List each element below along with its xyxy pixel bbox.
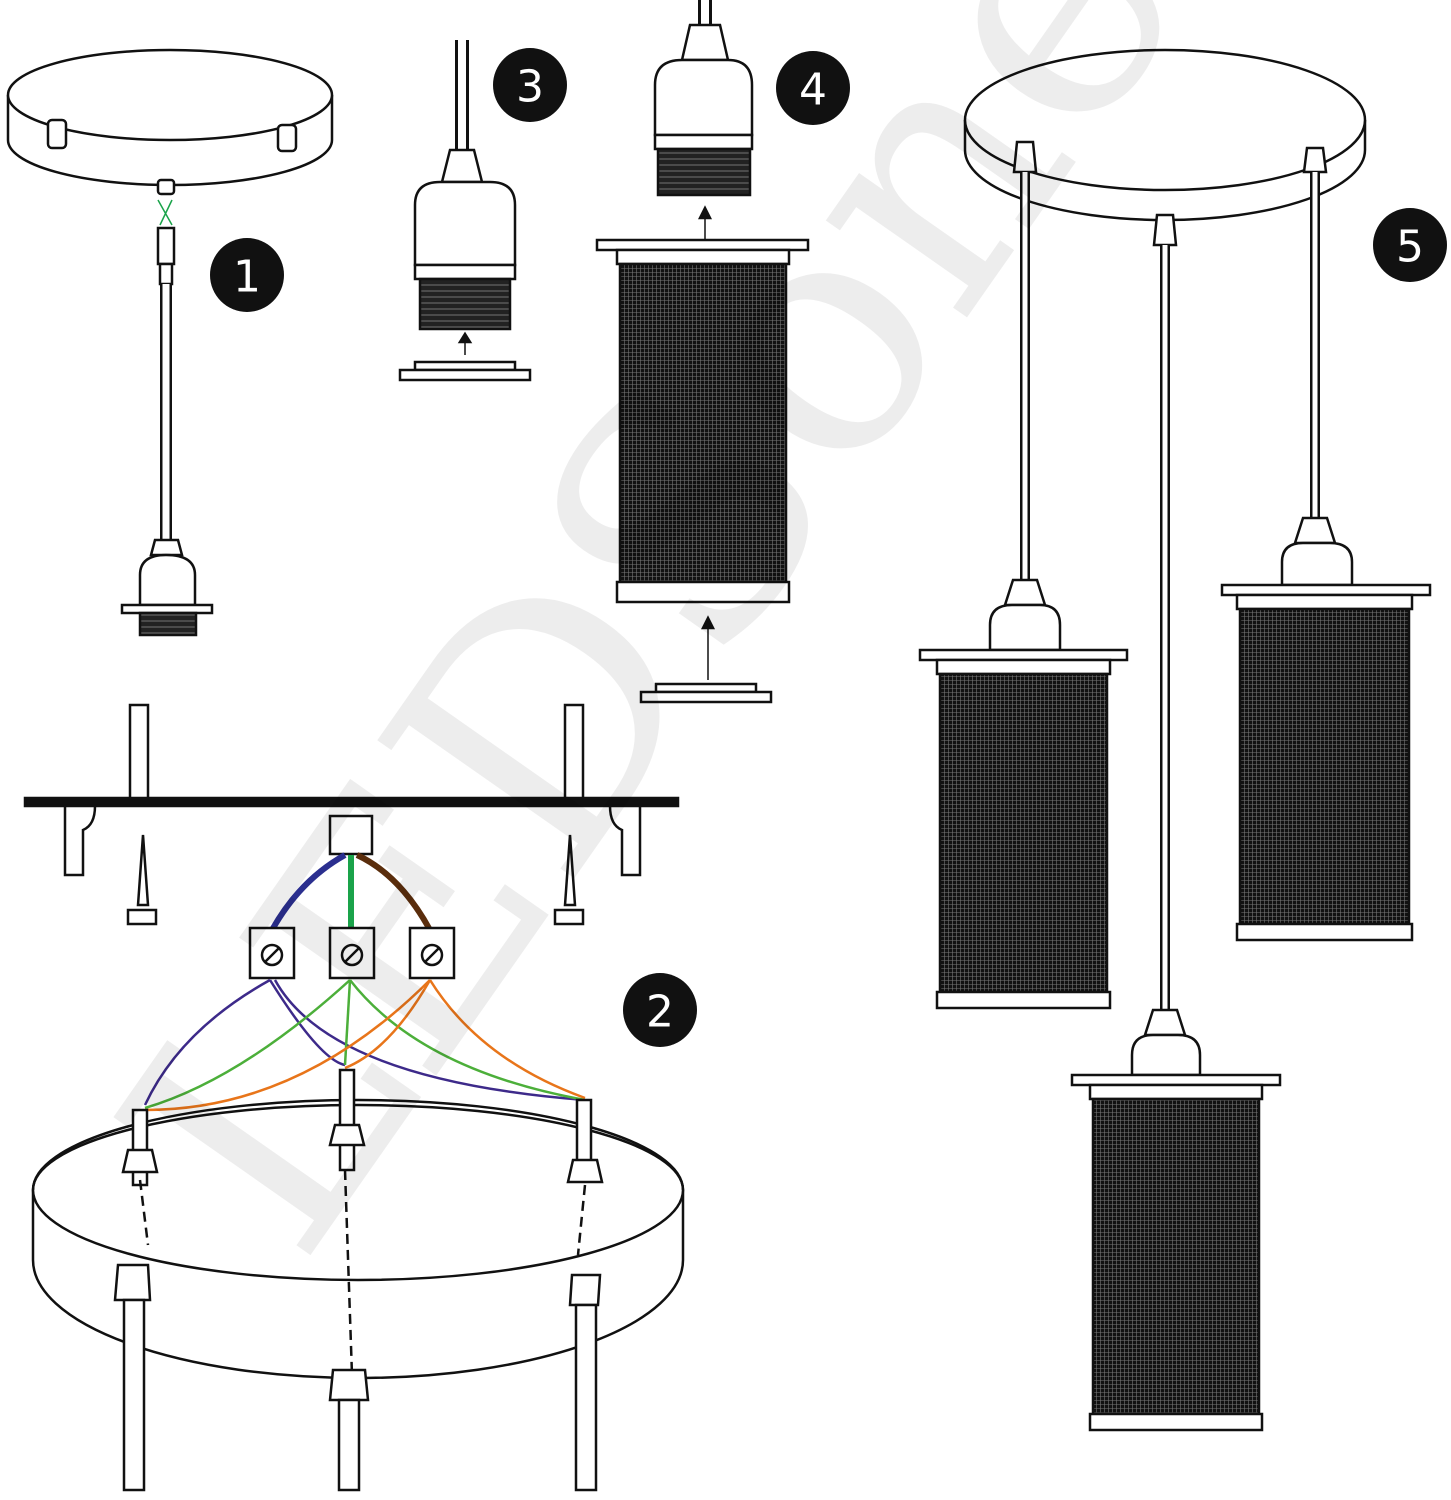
- step-number: 5: [1396, 222, 1424, 273]
- step-badge-4: 4: [776, 51, 850, 125]
- pendant-right: [1220, 516, 1432, 942]
- step-2-drop-cords: [113, 1068, 604, 1492]
- step-2-supply-wires: [269, 852, 433, 932]
- step-badge-5: 5: [1373, 208, 1447, 282]
- step-number: 3: [516, 62, 544, 113]
- step-1-ceiling-rose: [6, 48, 334, 196]
- step-4-shade-assembly: [595, 0, 810, 704]
- step-number: 4: [799, 65, 827, 116]
- step-2-mounting-bracket: [23, 703, 680, 926]
- pendant-center: [1070, 1008, 1282, 1432]
- step-badge-1: 1: [210, 238, 284, 312]
- step-2-terminal-block: [248, 926, 456, 980]
- step-5-cords-inner: [1022, 172, 1318, 1012]
- step-3-lampholder: [398, 40, 532, 382]
- step-2-ceiling-rose: [31, 1098, 685, 1380]
- step-number: 2: [646, 987, 674, 1038]
- step-badge-3: 3: [493, 48, 567, 122]
- step-number: 1: [233, 252, 261, 303]
- step-2-fan-out-wires: [143, 978, 586, 1112]
- step-badge-2: 2: [623, 973, 697, 1047]
- step-5-ceiling-plate: [963, 48, 1367, 247]
- step-1-pendant-cord: [120, 199, 214, 637]
- pendant-left: [918, 578, 1129, 1010]
